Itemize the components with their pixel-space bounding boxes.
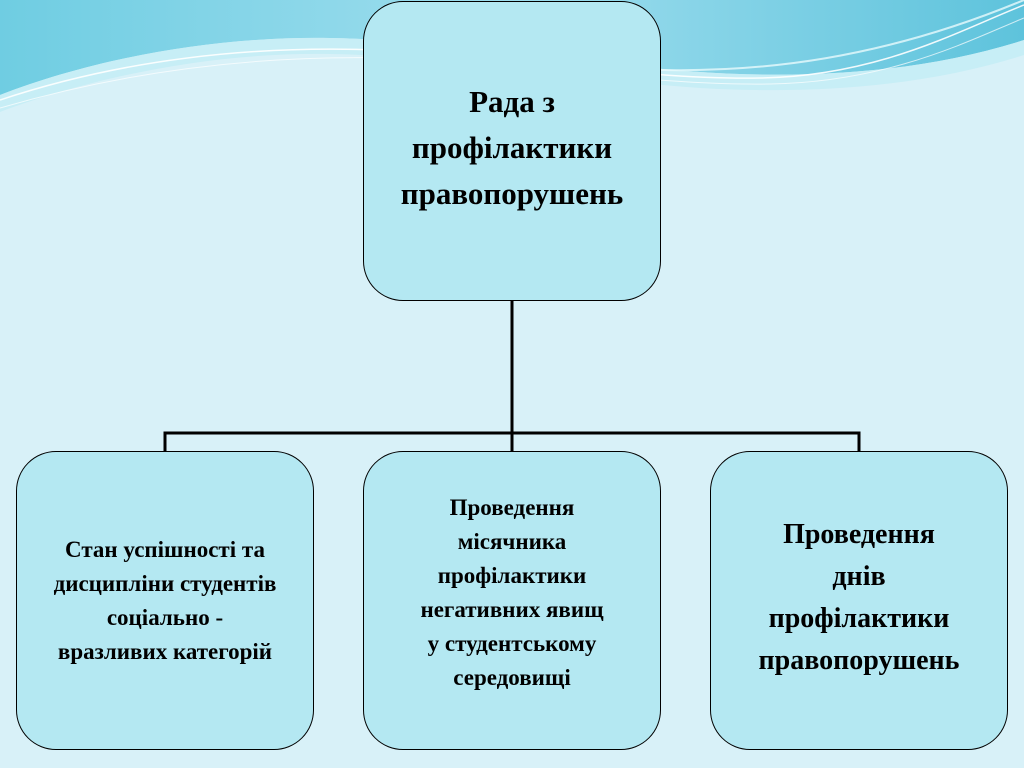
- root-node-label: Рада з профілактики правопорушень: [400, 84, 624, 211]
- wave-line-3: [659, 0, 1024, 72]
- child-node-student-performance: Стан успішності та дисципліни студентів …: [16, 451, 314, 750]
- root-node-prevention-council: Рада з профілактики правопорушень: [363, 1, 661, 301]
- child-node-prevention-month: Проведення місячника профілактики негати…: [363, 451, 661, 750]
- child-node-label-right: Проведення днів профілактики правопоруше…: [758, 518, 960, 676]
- child-node-prevention-days: Проведення днів профілактики правопоруше…: [710, 451, 1008, 750]
- child-node-label-left: Стан успішності та дисципліни студентів …: [53, 536, 277, 664]
- child-node-label-center: Проведення місячника профілактики негати…: [420, 494, 604, 690]
